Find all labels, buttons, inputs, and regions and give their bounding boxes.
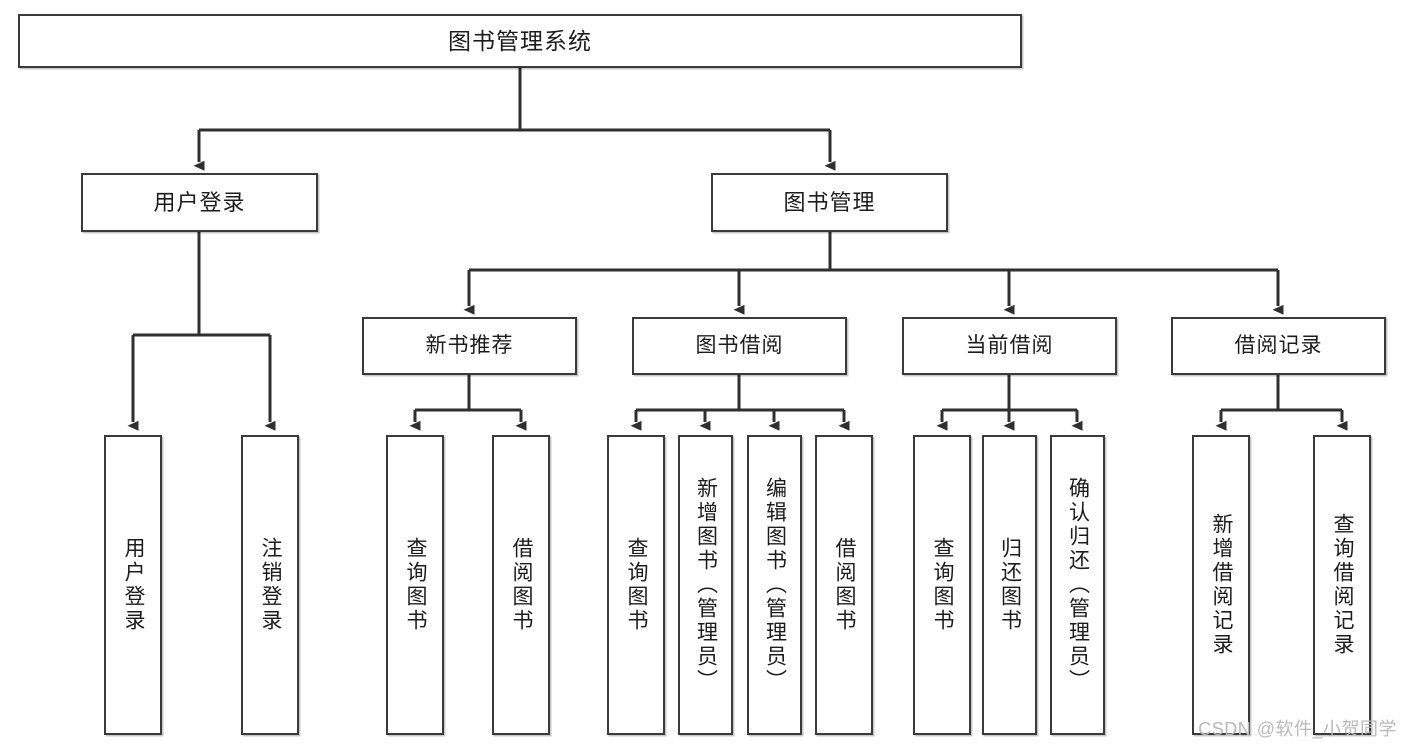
node-label: 当前借阅 <box>965 333 1054 357</box>
leaf-query-borrow-record[interactable]: 查询借阅记录 <box>1313 435 1371 735</box>
leaf-borrow-book-borrow[interactable]: 借阅图书 <box>815 435 873 735</box>
node-root[interactable]: 图书管理系统 <box>18 14 1022 68</box>
leaf-add-borrow-record[interactable]: 新增借阅记录 <box>1192 435 1250 735</box>
node-label: 用户登录 <box>122 537 146 633</box>
node-label: 注销登录 <box>259 537 283 633</box>
leaf-query-book-current[interactable]: 查询图书 <box>913 435 971 735</box>
node-book-manage[interactable]: 图书管理 <box>711 173 948 232</box>
leaf-user-login[interactable]: 用户登录 <box>104 435 162 735</box>
node-label: 归还图书 <box>998 537 1022 633</box>
leaf-borrow-book-recommend[interactable]: 借阅图书 <box>492 435 550 735</box>
node-user-login[interactable]: 用户登录 <box>81 173 318 232</box>
node-label: 图书管理系统 <box>448 27 592 54</box>
node-label: 用户登录 <box>153 189 246 215</box>
node-new-book-rec[interactable]: 新书推荐 <box>362 317 577 375</box>
node-label: 查询图书 <box>625 537 649 633</box>
leaf-confirm-return-admin[interactable]: 确认归还（管理员） <box>1050 435 1105 735</box>
node-label: 确认归还（管理员） <box>1066 477 1090 693</box>
leaf-edit-book-admin[interactable]: 编辑图书（管理员） <box>747 435 802 735</box>
node-label: 新书推荐 <box>425 333 514 357</box>
leaf-return-book[interactable]: 归还图书 <box>982 435 1037 735</box>
node-current-borrow[interactable]: 当前借阅 <box>902 317 1117 375</box>
node-label: 查询借阅记录 <box>1331 513 1355 657</box>
node-label: 新增图书（管理员） <box>694 477 718 693</box>
leaf-query-book-recommend[interactable]: 查询图书 <box>386 435 444 735</box>
leaf-logout-login[interactable]: 注销登录 <box>241 435 299 735</box>
node-label: 图书管理 <box>783 189 876 215</box>
node-label: 借阅记录 <box>1234 333 1323 357</box>
node-label: 编辑图书（管理员） <box>763 477 787 693</box>
node-borrow-record[interactable]: 借阅记录 <box>1171 317 1386 375</box>
node-book-borrow[interactable]: 图书借阅 <box>632 317 847 375</box>
leaf-query-book-borrow[interactable]: 查询图书 <box>607 435 665 735</box>
leaf-add-book-admin[interactable]: 新增图书（管理员） <box>678 435 733 735</box>
node-label: 查询图书 <box>404 537 428 633</box>
watermark-text: CSDN @软件_小贺同学 <box>1198 719 1397 739</box>
node-label: 新增借阅记录 <box>1210 513 1234 657</box>
node-label: 借阅图书 <box>510 537 534 633</box>
node-label: 查询图书 <box>931 537 955 633</box>
node-label: 图书借阅 <box>695 333 784 357</box>
node-label: 借阅图书 <box>833 537 857 633</box>
